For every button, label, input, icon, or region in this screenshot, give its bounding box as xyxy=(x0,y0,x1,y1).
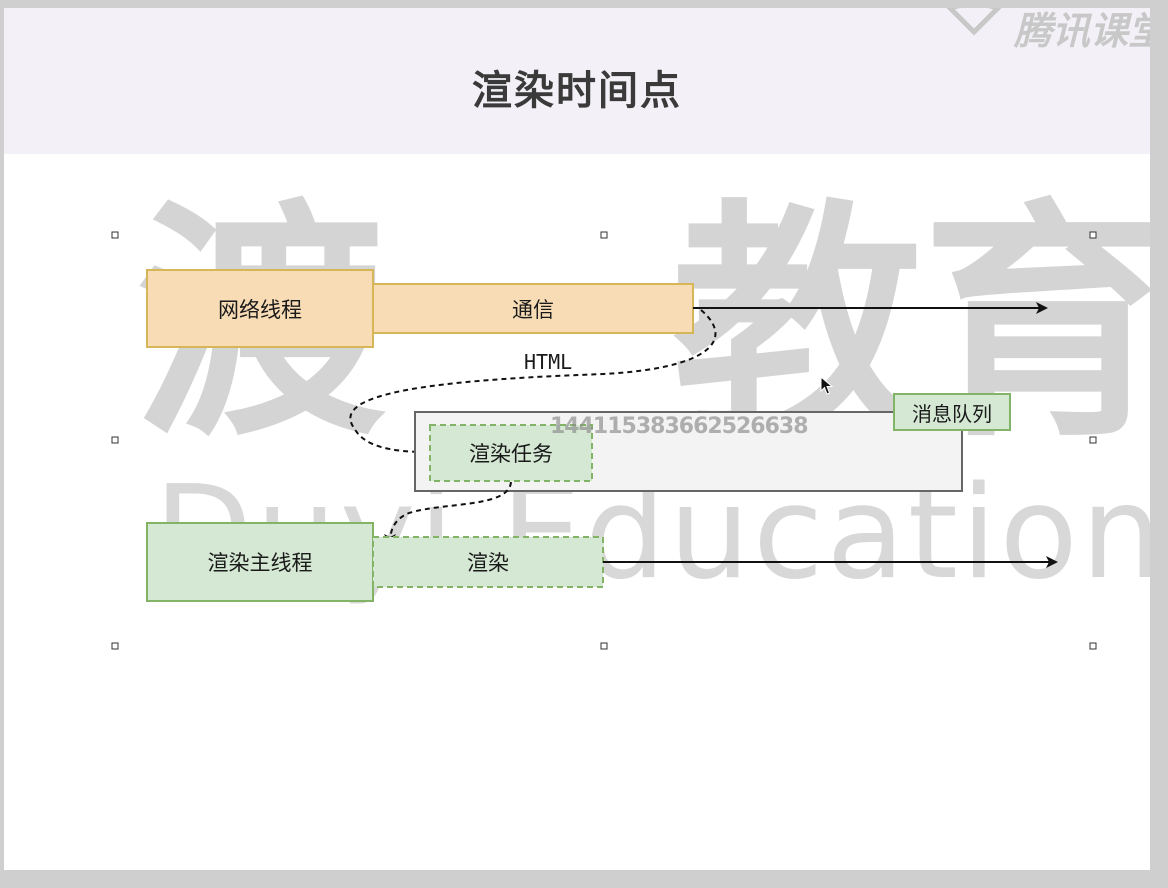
handle-bottom-right[interactable] xyxy=(1089,642,1097,650)
watermark-user-id: 14411538366252663​8 xyxy=(550,414,809,439)
render-main-thread-box[interactable] xyxy=(146,522,374,602)
slide-title: 渲染时间点 xyxy=(472,68,682,114)
render-main-thread-label: 渲染主线程 xyxy=(207,551,313,575)
message-queue-label-box[interactable] xyxy=(893,393,1011,431)
brand-watermark: 腾讯课堂 xyxy=(1014,9,1150,53)
handle-middle-left[interactable] xyxy=(111,436,119,444)
mouse-cursor-icon xyxy=(820,376,834,395)
slide: 渲染时间点 渡 教育 Duyi Education 腾讯课堂 xyxy=(4,8,1150,870)
selection-handles[interactable] xyxy=(111,231,1097,650)
slide-header: 渲染时间点 xyxy=(4,8,1150,154)
network-thread-box[interactable] xyxy=(146,269,374,348)
handle-middle-right[interactable] xyxy=(1089,436,1097,444)
render-timing-diagram xyxy=(111,231,1097,650)
brand-logo-icon xyxy=(946,8,1002,36)
communication-label: 通信 xyxy=(512,297,554,322)
html-dashed-arrow[interactable] xyxy=(349,309,717,458)
network-thread-label: 网络线程 xyxy=(218,297,302,322)
handle-bottom-center[interactable] xyxy=(600,642,608,650)
handle-bottom-left[interactable] xyxy=(111,642,119,650)
handle-top-right[interactable] xyxy=(1089,231,1097,239)
handle-top-center[interactable] xyxy=(600,231,608,239)
communication-box[interactable] xyxy=(372,283,694,334)
render-label: 渲染 xyxy=(467,551,509,575)
render-task-box[interactable] xyxy=(429,424,593,482)
handle-top-left[interactable] xyxy=(111,231,119,239)
html-label: HTML xyxy=(524,350,573,374)
render-task-dashed-arrow[interactable] xyxy=(384,481,512,546)
message-queue-label: 消息队列 xyxy=(912,401,992,426)
render-task-label: 渲染任务 xyxy=(469,442,553,466)
